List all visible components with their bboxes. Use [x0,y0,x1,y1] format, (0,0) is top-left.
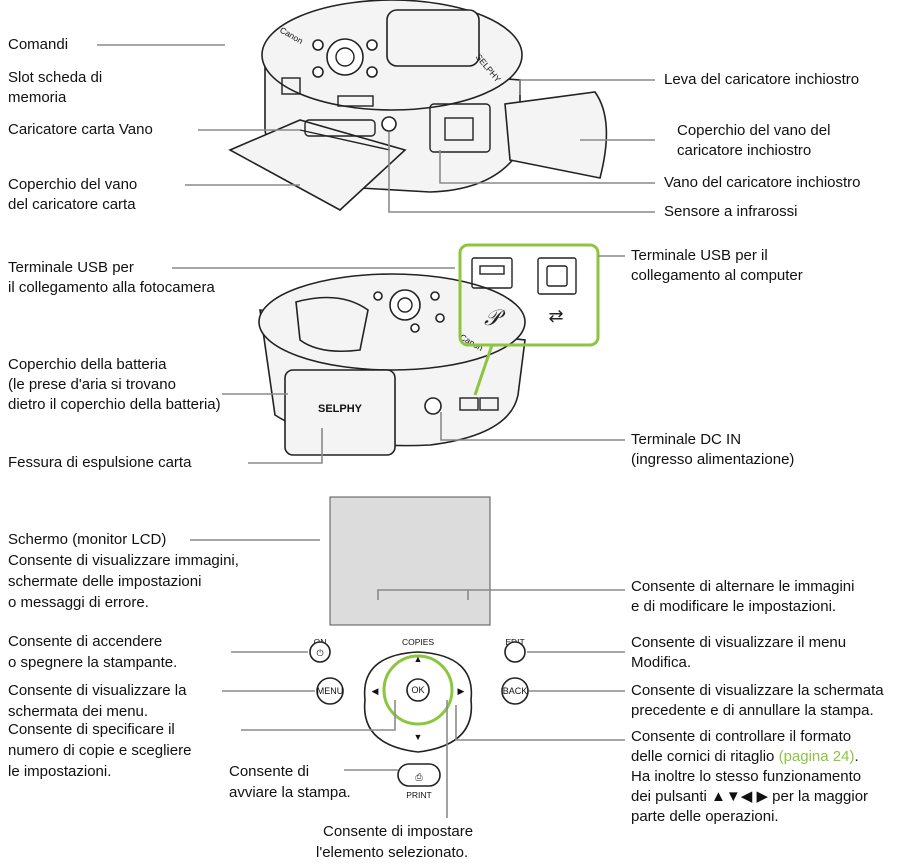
label-back-line1: Consente di visualizzare la schermata [631,682,884,699]
label-copies-line1: Consente di specificare il [8,721,175,738]
label-alternare-line1: Consente di alternare le immagini [631,578,855,595]
top-lcd-window [386,9,480,67]
rear-brand: SELPHY [318,403,363,415]
top-control-dial [326,38,364,76]
rear-lcd-window [295,296,369,353]
label-batteria-line2: (le prese d'aria si trovano [8,376,176,393]
arrow-up-icon: ▲ [414,654,423,664]
label-coperchio-inchiostro-line2: caricatore inchiostro [677,142,812,159]
leader-lines [97,44,655,818]
label-comandi: Comandi [8,36,69,53]
label-back-line2: precedente e di annullare la stampa. [631,702,874,719]
back-button[interactable] [501,677,529,705]
dc-in-port [424,397,442,415]
ink-cover [504,91,608,179]
ok-button[interactable] [406,678,430,702]
label-batteria-line3: dietro il coperchio della batteria) [8,396,221,413]
arrow-down-icon: ▼ [414,732,423,742]
label-on-line1: Consente di accendere [8,633,163,650]
label-vano-inchiostro: Vano del caricatore inchiostro [664,174,861,191]
label-schermo-line1: Schermo (monitor LCD) [8,531,167,548]
label-slot-line1: Slot scheda di [8,69,103,86]
battery-cover [284,369,396,456]
label-ghiera-line2: delle cornici di ritaglio (pagina 24). [631,748,859,765]
label-coperchio-carta-line1: Coperchio del vano [8,176,138,193]
svg-text:BACK: BACK [503,686,528,696]
label-caricatore-carta: Caricatore carta Vano [8,121,153,138]
edit-button[interactable] [504,641,526,663]
copies-label: COPIES [402,637,434,647]
label-slot-line2: memoria [8,89,67,106]
usb-highlight-box [458,243,600,347]
label-usb-computer-line2: collegamento al computer [631,267,803,284]
power-icon: ⏻ [316,648,323,658]
svg-text:OK: OK [411,685,424,695]
label-menu-line2: schermata dei menu. [8,703,149,720]
label-print-line1: Consente di [229,763,310,780]
label-print-line2: avviare la stampa. [229,784,351,801]
label-ghiera-line5: parte delle operazioni. [631,808,779,825]
label-leva: Leva del caricatore inchiostro [664,71,860,88]
label-usb-camera-line2: il collegamento alla fotocamera [8,279,215,296]
control-dial-ring [382,654,454,726]
usb-icon: ⇄ [548,306,563,326]
label-fessura: Fessura di espulsione carta [8,454,192,471]
label-edit-line1: Consente di visualizzare il menu [631,634,847,651]
label-schermo-line2: Consente di visualizzare immagini, [8,552,239,569]
label-alternare-line2: e di modificare le impostazioni. [631,598,837,615]
label-schermo-line3: schermate delle impostazioni [8,573,202,590]
on-button[interactable] [309,641,331,663]
label-dc-line2: (ingresso alimentazione) [631,451,795,468]
print-icon: ⎙ [415,772,423,782]
label-ok-line2: l'elemento selezionato. [316,844,469,861]
printer-top-view: Canon SELPHY [228,0,608,211]
label-ghiera-line1: Consente di controllare il formato [631,728,852,745]
label-ok-line1: Consente di impostare [323,823,474,840]
lcd-screen [329,496,491,626]
label-coperchio-inchiostro-line1: Coperchio del vano del [677,122,831,139]
label-batteria-line1: Coperchio della batteria [8,356,167,373]
printer-rear-view: Canon SELPHY 𝒫 ⇄ [258,243,600,456]
label-dc-line1: Terminale DC IN [631,431,742,448]
label-schermo-line4: o messaggi di errore. [8,594,149,611]
label-usb-computer-line1: Terminale USB per il [631,247,768,264]
label-coperchio-carta-line2: del caricatore carta [8,196,136,213]
arrow-right-icon: ▶ [458,686,465,696]
label-sensore: Sensore a infrarossi [664,203,798,220]
label-copies-line2: numero di copie e scegliere [8,742,192,759]
label-edit-line2: Modifica. [631,654,692,671]
label-on-line2: o spegnere la stampante. [8,654,178,671]
control-panel: OK COPIES ▲ ▼ ◀ ▶ ON ⏻ MENU EDIT BACK ⎙ … [309,496,529,800]
page-link[interactable]: (pagina 24) [778,748,855,765]
menu-button[interactable] [316,677,344,705]
label-menu-line1: Consente di visualizzare la [8,682,187,699]
arrow-left-icon: ◀ [372,686,379,696]
label-copies-line3: le impostazioni. [8,763,112,780]
label-ghiera-line4: dei pulsanti ▲▼◀ ▶ per la maggior [631,788,869,805]
print-label: PRINT [406,790,432,800]
infrared-sensor [381,116,397,132]
print-button[interactable] [397,763,441,787]
label-ghiera-line3: Ha inoltre lo stesso funzionamento [631,768,862,785]
label-usb-camera-line1: Terminale USB per [8,259,134,276]
svg-text:MENU: MENU [317,686,344,696]
control-pad[interactable] [363,651,473,753]
